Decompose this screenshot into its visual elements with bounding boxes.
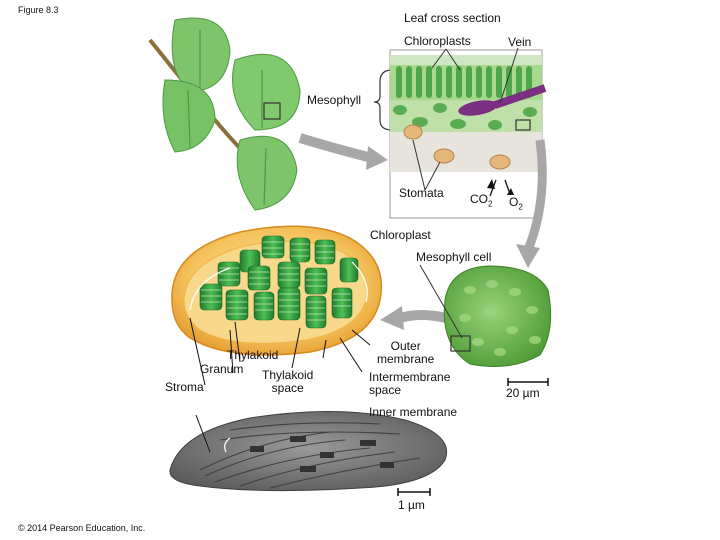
scale-bar-1um — [397, 488, 431, 496]
label-chloroplast: Chloroplast — [370, 228, 431, 242]
label-o2: O2 — [509, 195, 523, 212]
leaf-cross-section — [389, 47, 547, 219]
label-vein: Vein — [508, 35, 532, 49]
label-thylakoid: Thylakoid — [227, 348, 279, 362]
mesophyll-bracket — [373, 69, 393, 131]
figure-label: Figure 8.3 — [18, 5, 59, 15]
arrow-cell-to-chloroplast — [398, 310, 448, 323]
label-leaf-cross-section: Leaf cross section — [404, 11, 501, 25]
copyright: © 2014 Pearson Education, Inc. — [18, 523, 146, 533]
chloroplast-model — [171, 225, 383, 386]
label-scale-20um: 20 µm — [506, 386, 540, 400]
arrow-leaf-to-section — [298, 133, 374, 163]
leaf-sprig — [148, 17, 301, 211]
scale-bar-20um — [507, 378, 549, 386]
label-scale-1um: 1 µm — [398, 498, 425, 512]
chloroplast-micrograph — [169, 410, 447, 492]
label-co2: CO2 — [470, 192, 493, 209]
mesophyll-cell — [419, 264, 552, 368]
zoom-box-cross-section — [515, 119, 531, 131]
label-inner-membrane: Inner membrane — [369, 405, 458, 419]
arrow-section-to-cell — [523, 139, 547, 252]
zoom-box-leaf — [263, 102, 281, 120]
label-mesophyll-cell: Mesophyll cell — [416, 250, 492, 264]
leaf — [232, 53, 301, 131]
label-outer-membrane: Outer membrane — [377, 339, 435, 366]
grana — [199, 235, 359, 329]
label-thylakoid-space: Thylakoid space — [262, 368, 314, 395]
label-granum: Granum — [200, 362, 244, 376]
leaf — [171, 17, 231, 93]
label-mesophyll: Mesophyll — [307, 93, 362, 107]
label-stomata: Stomata — [399, 186, 444, 200]
label-chloroplasts: Chloroplasts — [404, 34, 471, 48]
label-intermembrane-space: Intermembrane space — [369, 370, 451, 397]
leaf — [236, 135, 298, 211]
label-stroma: Stroma — [165, 380, 204, 394]
